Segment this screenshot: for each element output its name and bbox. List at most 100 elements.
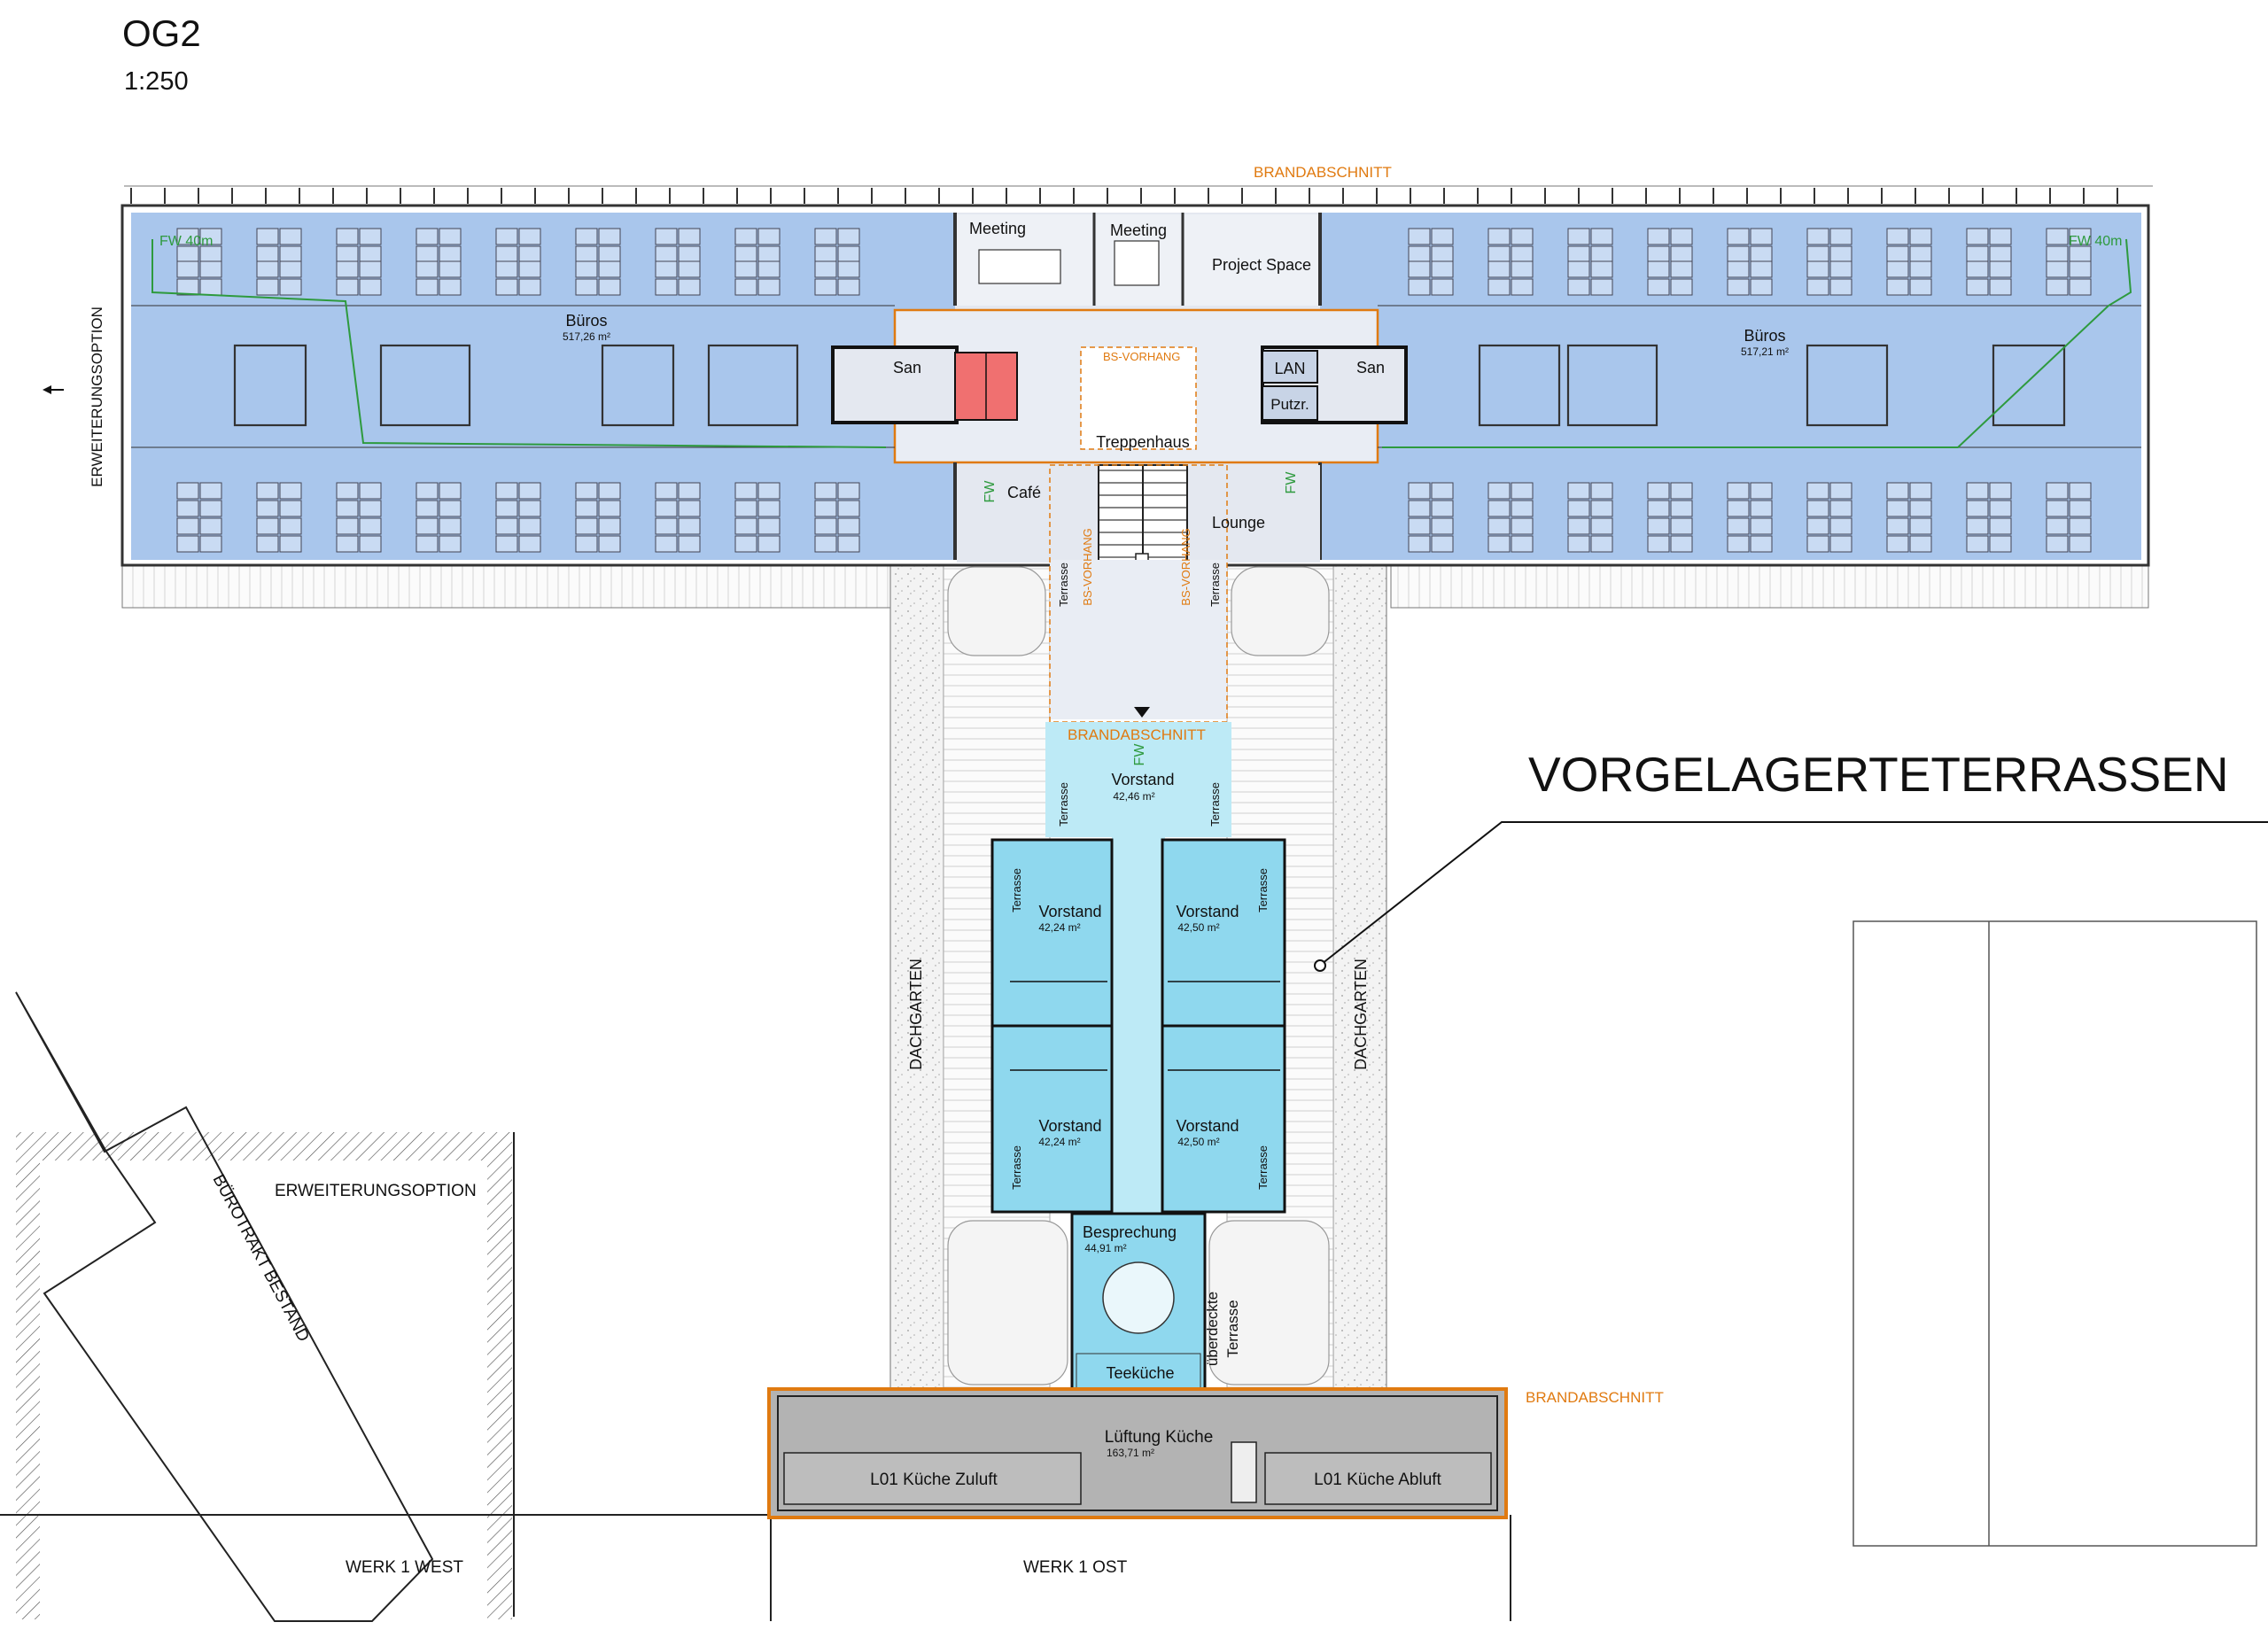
erweiterungsoption-left: ERWEITERUNGSOPTION bbox=[89, 307, 105, 487]
dachgarten-left-label: DACHGARTEN bbox=[907, 959, 925, 1070]
desk-block bbox=[1806, 482, 1852, 517]
desk-block bbox=[1647, 228, 1693, 263]
san-left-label: San bbox=[893, 359, 921, 376]
desk-block bbox=[176, 482, 222, 517]
desk-block bbox=[814, 517, 860, 553]
kueche-abluft-label: L01 Küche Abluft bbox=[1314, 1471, 1441, 1489]
desk-block bbox=[1727, 260, 1773, 296]
desk-block bbox=[575, 517, 621, 553]
callout-marker bbox=[1314, 959, 1326, 972]
dachgarten-left-strip bbox=[889, 564, 944, 1390]
treppenhaus-label: Treppenhaus bbox=[1096, 433, 1189, 451]
meeting-2-label: Meeting bbox=[1110, 221, 1167, 239]
desk-block bbox=[416, 228, 462, 263]
desk-block bbox=[416, 260, 462, 296]
bueros-right-area: 517,21 m² bbox=[1741, 345, 1789, 358]
bueros-left-area: 517,26 m² bbox=[563, 330, 610, 343]
vorstand-bl-name: Vorstand bbox=[1038, 1117, 1101, 1135]
fw-lounge-label: FW bbox=[1284, 471, 1299, 494]
existing-buildings bbox=[0, 920, 2257, 1622]
lounge-label: Lounge bbox=[1212, 514, 1265, 532]
terrasse-label-2: Terrasse bbox=[1208, 563, 1222, 607]
desk-block bbox=[2046, 260, 2092, 296]
bs-vorhang-right: BS-VORHANG bbox=[1179, 528, 1192, 605]
putzr-room bbox=[1262, 385, 1318, 421]
terrace-strip-left bbox=[121, 564, 898, 609]
desk-block bbox=[1727, 482, 1773, 517]
desk-block bbox=[1966, 517, 2012, 553]
desk-block bbox=[1966, 228, 2012, 263]
desk-block bbox=[1567, 228, 1613, 263]
desk-block bbox=[575, 228, 621, 263]
desk-block bbox=[336, 482, 382, 517]
desk-block bbox=[1408, 228, 1454, 263]
bs-vorhang-top: BS-VORHANG bbox=[1103, 350, 1180, 363]
vorstand-main-area bbox=[1045, 722, 1231, 837]
desk-block bbox=[176, 228, 222, 263]
brandabschnitt-top: BRANDABSCHNITT bbox=[1254, 164, 1392, 181]
desk-block bbox=[336, 260, 382, 296]
project-space-room bbox=[1184, 214, 1318, 306]
scale-label: 1:250 bbox=[124, 67, 189, 96]
desk-block bbox=[256, 482, 302, 517]
desk-block bbox=[256, 517, 302, 553]
meeting-table bbox=[1102, 1261, 1175, 1334]
vorstand-office-bl bbox=[990, 1024, 1114, 1214]
erweiterung-arrow bbox=[43, 385, 51, 394]
stem-core bbox=[1050, 560, 1227, 719]
desk-block bbox=[495, 482, 541, 517]
desk-block bbox=[495, 228, 541, 263]
desk-block bbox=[655, 228, 701, 263]
direction-arrow bbox=[1134, 707, 1150, 718]
terrasse-label-7: Terrasse bbox=[1010, 1145, 1023, 1190]
san-right-label: San bbox=[1356, 359, 1385, 376]
callout-leader bbox=[1321, 821, 2268, 965]
desk-block bbox=[256, 228, 302, 263]
terrace-lounge-upper-right bbox=[1231, 566, 1330, 656]
buerotrakt-bestand-outline bbox=[15, 991, 434, 1622]
floor-title: OG2 bbox=[122, 12, 201, 54]
desk-block bbox=[336, 228, 382, 263]
desk-block bbox=[1886, 517, 1932, 553]
ueberdeckte-label: überdeckte bbox=[1204, 1292, 1221, 1366]
desk-block bbox=[1727, 228, 1773, 263]
desk-block bbox=[814, 482, 860, 517]
project-space-label: Project Space bbox=[1212, 256, 1311, 274]
desk-block bbox=[2046, 517, 2092, 553]
vorstand-office-tr bbox=[1161, 838, 1286, 1028]
besprechung-area: 44,91 m² bbox=[1084, 1242, 1126, 1254]
desk-block bbox=[1886, 482, 1932, 517]
brandabschnitt-mid: BRANDABSCHNITT bbox=[1068, 726, 1206, 743]
terrasse-label-5: Terrasse bbox=[1010, 868, 1023, 912]
vorstand-tr-area: 42,50 m² bbox=[1177, 921, 1219, 934]
bueros-right-name: Büros bbox=[1744, 327, 1785, 345]
callout-label: VORGELAGERTETERRASSEN bbox=[1528, 747, 2229, 802]
bs-vorhang-left: BS-VORHANG bbox=[1081, 528, 1094, 605]
kueche-abluft-box bbox=[1264, 1452, 1492, 1505]
shaft-symbol bbox=[1231, 1441, 1257, 1503]
desk-block bbox=[1408, 482, 1454, 517]
kueche-zuluft-box bbox=[783, 1452, 1082, 1505]
vorstand-tl-name: Vorstand bbox=[1038, 903, 1101, 920]
desk-block bbox=[495, 260, 541, 296]
desk-block bbox=[1806, 517, 1852, 553]
fw-vorstand-label: FW bbox=[1132, 743, 1147, 766]
desk-block bbox=[734, 482, 781, 517]
terrasse-label-4: Terrasse bbox=[1208, 782, 1222, 827]
desk-block bbox=[814, 228, 860, 263]
desk-block bbox=[1727, 517, 1773, 553]
desk-block bbox=[655, 482, 701, 517]
lueftung-kueche-name: Lüftung Küche bbox=[1105, 1428, 1214, 1447]
desk-block bbox=[1567, 517, 1613, 553]
desk-block bbox=[256, 260, 302, 296]
desk-block bbox=[176, 517, 222, 553]
right-building-outline bbox=[1852, 920, 2257, 1547]
vorstand-br-name: Vorstand bbox=[1176, 1117, 1239, 1135]
desk-block bbox=[176, 260, 222, 296]
fw-escape-route-right bbox=[1382, 238, 2132, 448]
desk-block bbox=[1647, 517, 1693, 553]
terrace-lounge-left bbox=[947, 1220, 1068, 1386]
desk-block bbox=[1886, 228, 1932, 263]
cafe-label: Café bbox=[1007, 484, 1041, 501]
desk-block bbox=[1487, 517, 1534, 553]
